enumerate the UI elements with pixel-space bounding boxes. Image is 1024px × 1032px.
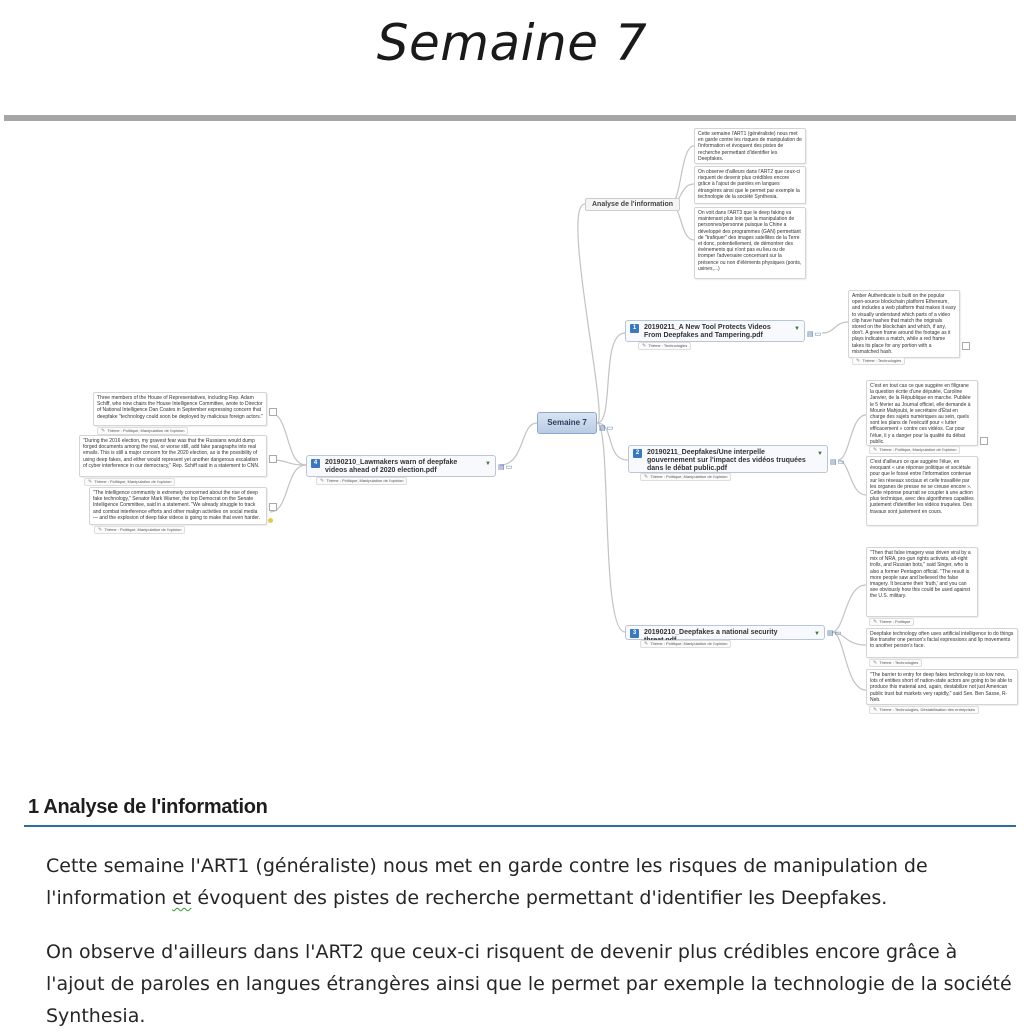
branch-2-node[interactable]: 2 20190211_Deepfakes/Une interpelle gouv… — [628, 445, 828, 473]
branch-1-node[interactable]: 1 20190211_A New Tool Protects Videos Fr… — [625, 320, 805, 342]
branch-4-note-3-theme: ✎Thème : Politique, Manipulation de l'op… — [94, 526, 186, 534]
branch-4-attachment-icon: ▤▭ — [498, 464, 514, 471]
branch-4-node[interactable]: 4 20190210_Lawmakers warn of deepfake vi… — [306, 455, 496, 477]
section-divider — [24, 825, 1016, 827]
branch-3-theme: ✎Thème : Politique, Manipulation de l'op… — [640, 640, 732, 648]
connector-b3-note3 — [831, 631, 867, 691]
branch-4-note-2-theme: ✎Thème : Politique, Manipulation de l'op… — [84, 478, 176, 486]
spellcheck-flag: et — [172, 887, 192, 909]
branch-1-attachment-icon: ▤▭ — [807, 331, 823, 338]
branch-3-note-3-theme: ✎Thème : Technologies, Déstabilisation d… — [869, 706, 979, 714]
note-checkbox[interactable] — [269, 408, 277, 416]
branch-1-note-1: Amber Authenticate is built on the popul… — [848, 290, 960, 358]
branch-2-note-2: C'est d'ailleurs ce que suggère l'élue, … — [866, 456, 978, 526]
branch-2-note-1-theme: ✎Thème : Politique, Manipulation de l'op… — [869, 446, 961, 454]
branch-4-note-1: Three members of the House of Representa… — [93, 392, 267, 426]
branch-1-note-1-theme: ✎Thème : Technologies — [852, 357, 906, 365]
branch-3-node[interactable]: 3 20190210_Deepfakes a national security… — [625, 625, 825, 644]
analysis-node[interactable]: Analyse de l'information — [585, 198, 681, 211]
branch-4-theme: ✎Thème : Politique, Manipulation de l'op… — [316, 477, 408, 485]
branch-2-attachment-icon: ▤▭ — [830, 459, 846, 466]
connector-b1-note1 — [821, 321, 849, 334]
branch-3-attachment-icon: ▤▭ — [827, 630, 843, 637]
branch-2-number: 2 — [633, 449, 642, 458]
branch-4-note-3: "The intelligence community is extremely… — [89, 487, 267, 525]
note-checkbox[interactable] — [962, 342, 970, 350]
branch-3-note-2-theme: ✎Thème : Technologies — [869, 659, 923, 667]
chevron-down-icon[interactable]: ▼ — [817, 451, 823, 457]
pin-icon: ✎ — [642, 343, 647, 349]
branch-2-label: 20190211_Deepfakes/Une interpelle gouver… — [647, 449, 806, 472]
branch-2-theme: ✎Thème : Politique, Manipulation de l'op… — [640, 473, 732, 481]
branch-3-note-1: "Then that false imagery was driven vira… — [866, 547, 978, 617]
branch-3-number: 3 — [630, 629, 639, 638]
root-attachment-icon: ▤▭ — [599, 425, 615, 432]
connector-root-branch2 — [596, 422, 629, 461]
paragraph-1: Cette semaine l'ART1 (généraliste) nous … — [46, 855, 928, 909]
note-checkbox[interactable] — [269, 503, 277, 511]
page-title: Semaine 7 — [376, 14, 648, 72]
branch-4-number: 4 — [311, 459, 320, 468]
branch-4-note-2: "During the 2016 election, my gravest fe… — [79, 435, 267, 477]
flag-icon — [268, 518, 273, 523]
chevron-down-icon[interactable]: ▼ — [794, 326, 800, 332]
analysis-note-3: On voit dans l'ART3 que le deep faking v… — [694, 207, 806, 279]
connector-root-branch3 — [596, 422, 626, 633]
note-checkbox[interactable] — [980, 437, 988, 445]
connector-root-branch4 — [499, 422, 538, 466]
connector-root-analysis — [577, 203, 600, 424]
note-checkbox[interactable] — [269, 455, 277, 463]
connector-root-branch1 — [596, 332, 626, 424]
title-divider — [4, 115, 1016, 121]
branch-3-note-1-theme: ✎Thème : Politique — [869, 618, 915, 626]
chevron-down-icon[interactable]: ▼ — [814, 631, 820, 637]
chevron-down-icon[interactable]: ▼ — [485, 461, 491, 467]
connector-b3-note1 — [831, 584, 867, 633]
analysis-note-1: Cette semaine l'ART1 (généraliste) nous … — [694, 128, 806, 164]
analysis-note-2: On observe d'ailleurs dans l'ART2 que ce… — [694, 166, 806, 204]
branch-1-number: 1 — [630, 324, 639, 333]
branch-1-label: 20190211_A New Tool Protects Videos From… — [644, 324, 771, 339]
connector-analysis-note1 — [669, 145, 695, 205]
branch-3-note-2: Deepfake technology often uses artificia… — [866, 628, 1018, 658]
mindmap-root-node[interactable]: Semaine 7 — [537, 412, 597, 434]
connector-b2-note2 — [837, 459, 867, 496]
branch-4-note-1-theme: ✎Thème : Politique, Manipulation de l'op… — [97, 427, 189, 435]
branch-1-theme: ✎Thème : Technologies — [638, 342, 692, 350]
paragraph-2: On observe d'ailleurs dans l'ART2 que ce… — [46, 941, 1012, 1027]
connector-b2-note1 — [837, 414, 867, 461]
branch-3-note-3: "The barrier to entry for deep fakes tec… — [866, 669, 1018, 705]
section-heading: 1 Analyse de l'information — [28, 796, 268, 818]
mindmap-connectors — [269, 145, 867, 691]
branch-4-label: 20190210_Lawmakers warn of deepfake vide… — [325, 459, 458, 474]
branch-2-note-1: C'est en tout cas ce que suggère en fili… — [866, 380, 978, 446]
